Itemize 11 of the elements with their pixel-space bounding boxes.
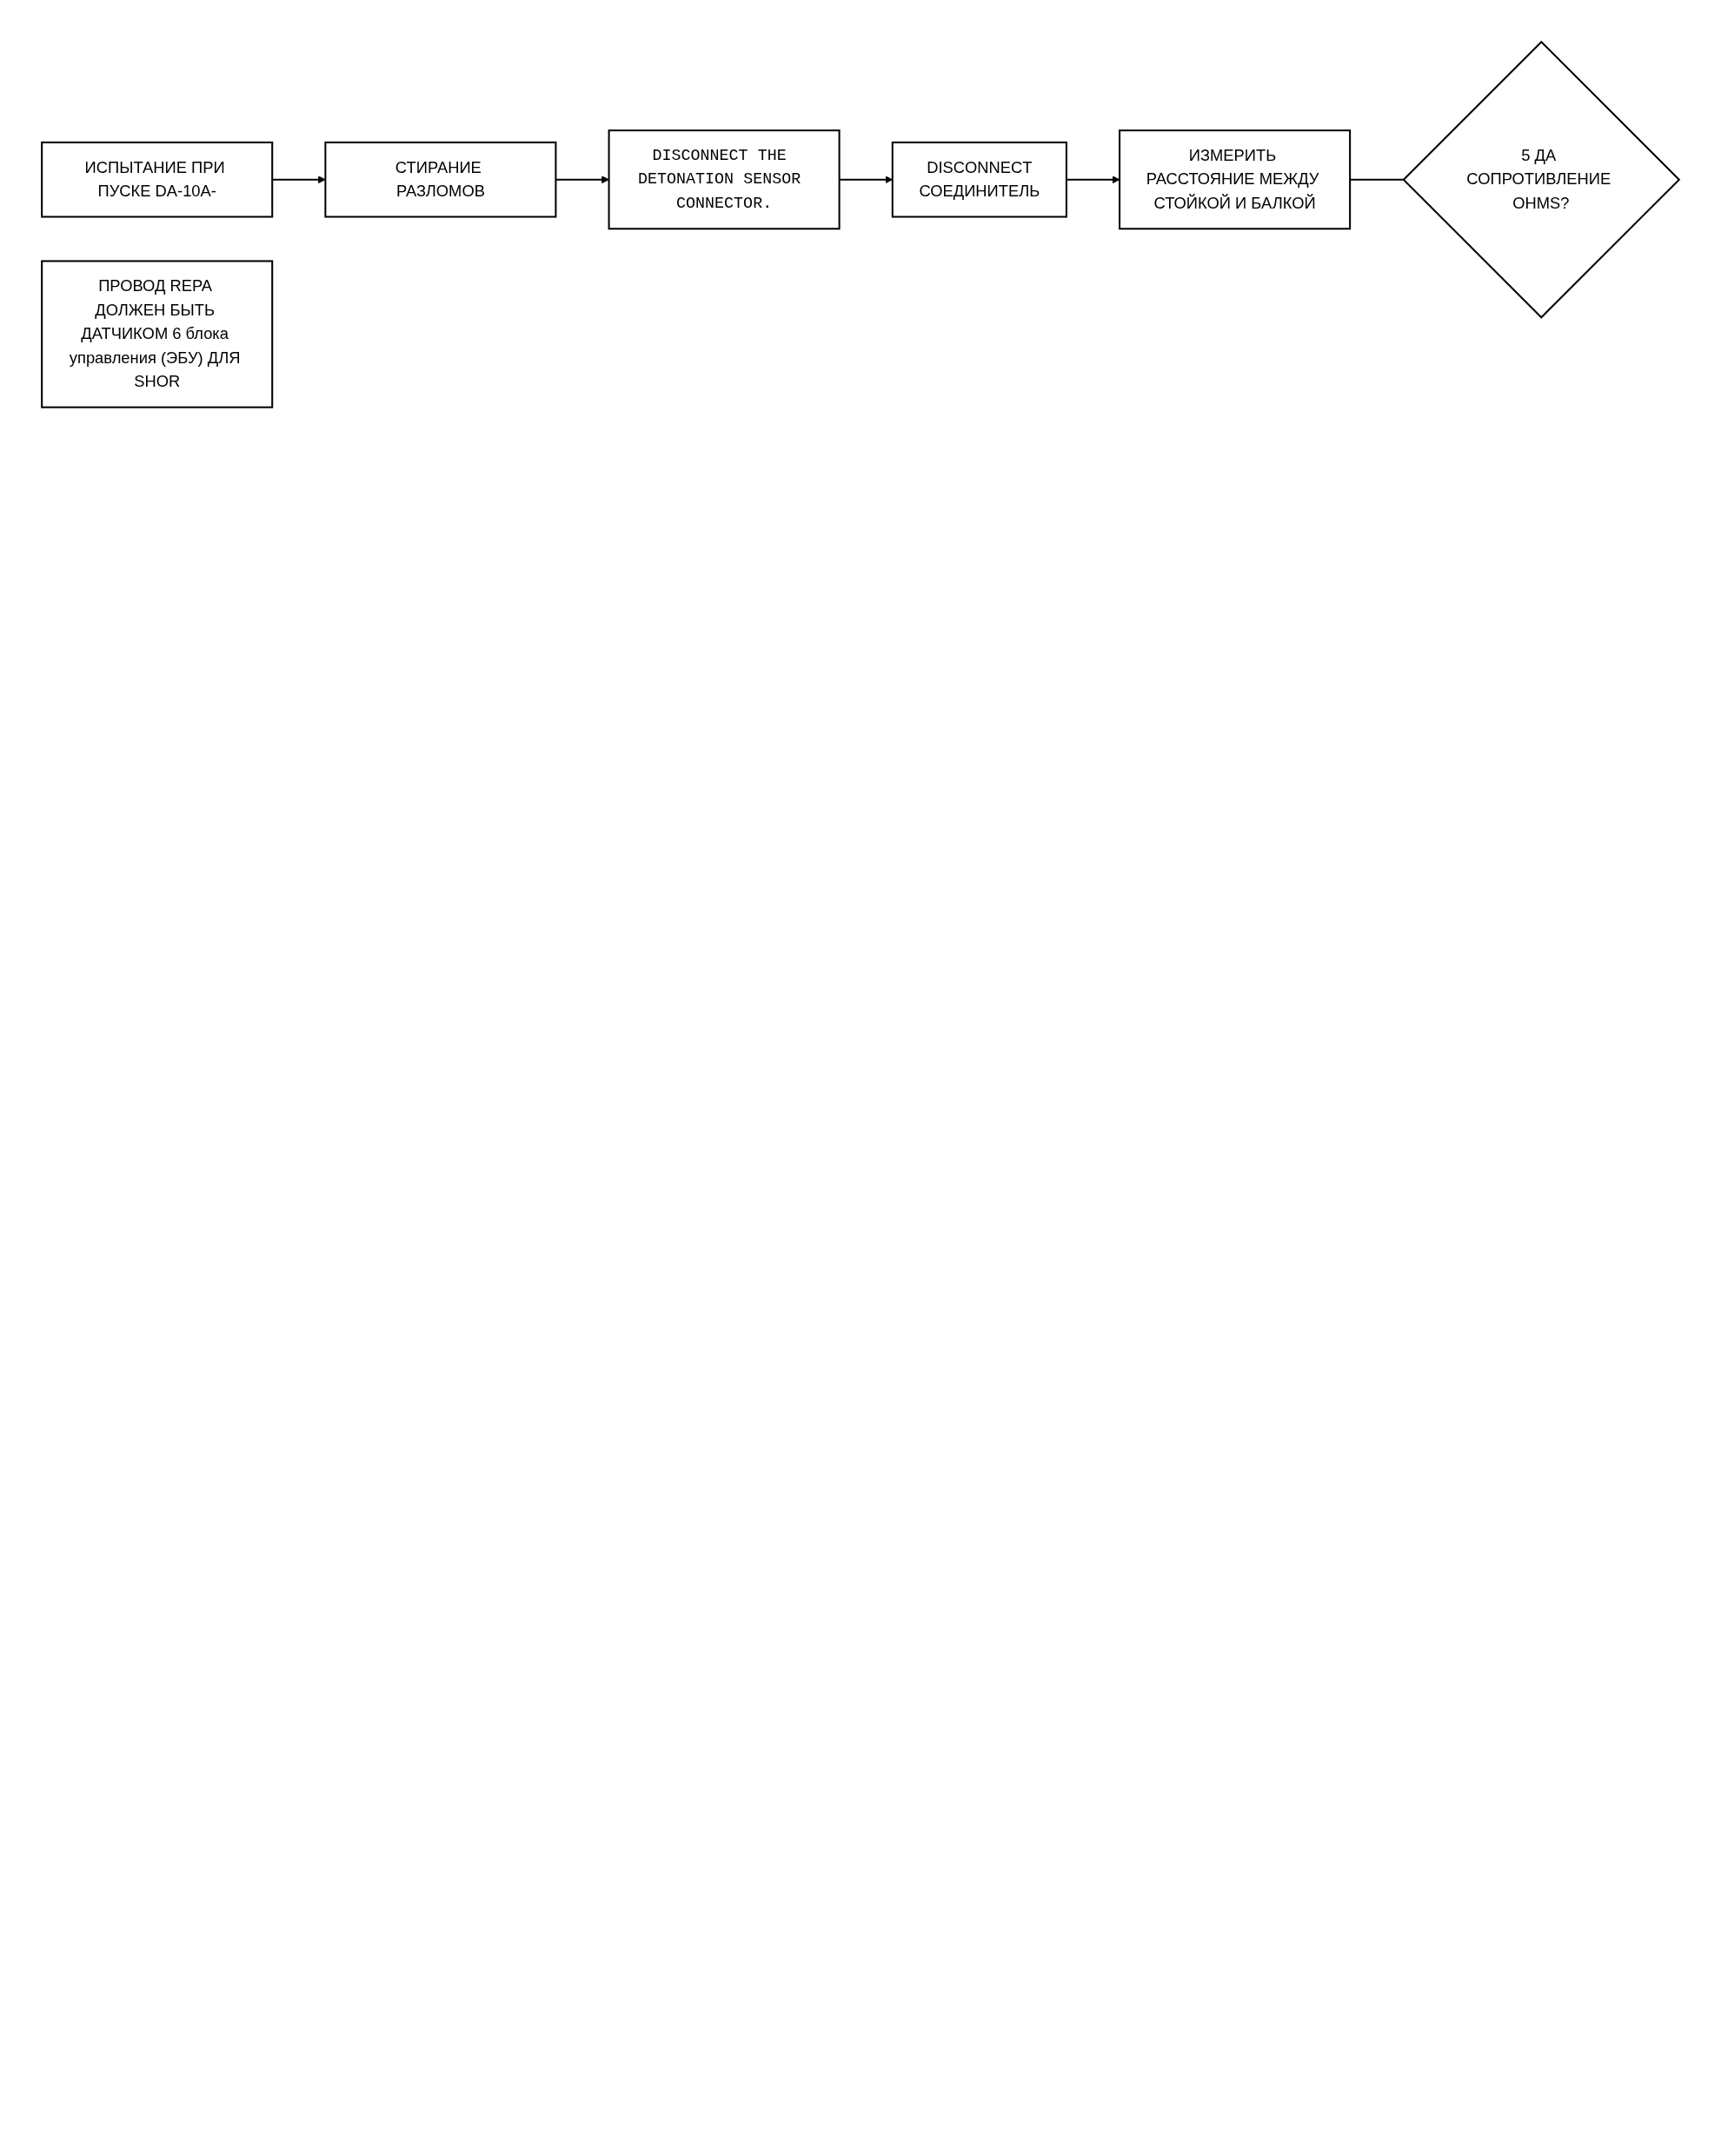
node-box: ИСПЫТАНИЕ ПРИ ПУСКЕ DA-10A- (41, 141, 274, 218)
node-box: DISCONNECT THE DETONATION SENSOR CONNECTOR. (608, 129, 841, 230)
node-box: ИЗМЕРИТЬ РАССТОЯНИЕ МЕЖДУ СТОЙКОЙ И БАЛКОЙ (1119, 129, 1352, 230)
node-box: ПРОВОД REPA ДОЛЖЕН БЫТЬ ДАТЧИКОМ 6 блока управления (ЭБУ) ДЛЯ SHOR (41, 260, 274, 408)
node-box: СТИРАНИЕ РАЗЛОМОВ (324, 141, 557, 218)
arrow (1066, 176, 1120, 184)
arrow (272, 176, 326, 184)
node-box: DISCONNECT СОЕДИНИТЕЛЬ (891, 141, 1067, 218)
arrow (555, 176, 609, 184)
node-diamond: 5 ДА СОПРОТИВЛЕНИЕ OHMS? (1402, 40, 1681, 319)
connector (1350, 178, 1404, 181)
